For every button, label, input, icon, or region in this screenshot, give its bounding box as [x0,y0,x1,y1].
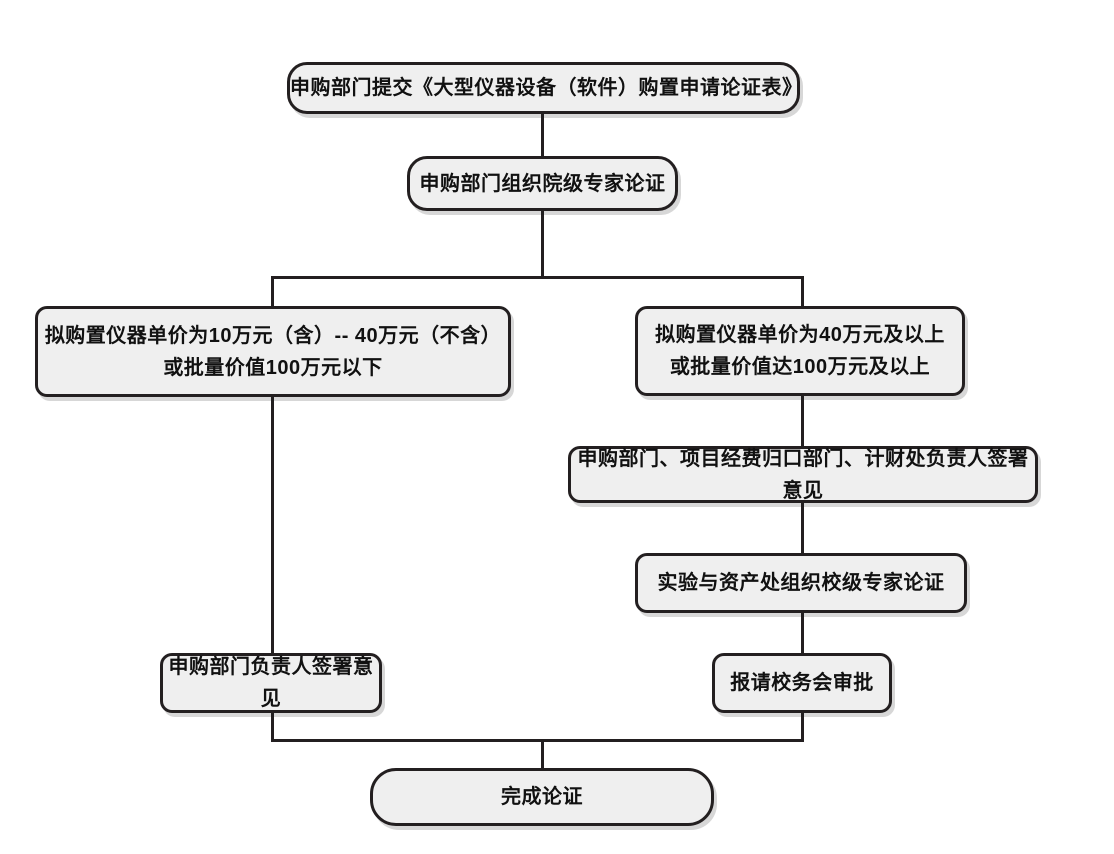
node-school-council-approval: 报请校务会审批 [712,653,892,713]
node-condition-low-price: 拟购置仪器单价为10万元（含）-- 40万元（不含） 或批量价值100万元以下 [35,306,511,397]
node-label: 申购部门负责人签署意见 [168,656,374,710]
node-dept-head-sign-opinions: 申购部门负责人签署意见 [160,653,382,713]
node-condition-high-price: 拟购置仪器单价为40万元及以上 或批量价值达100万元及以上 [635,306,965,396]
node-label-line2: 或批量价值100万元以下 [163,356,383,379]
edge-branch-to-low-condition [271,278,274,308]
node-label-line2: 或批量价值达100万元及以上 [669,356,931,378]
edge-college-review-to-branch [541,209,544,279]
node-label: 申购部门、项目经费归口部门、计财处负责人签署意见 [577,447,1029,502]
branch-split-bar [271,276,804,279]
edge-multi-sign-to-school-review [801,501,804,555]
node-label-line1: 拟购置仪器单价为10万元（含）-- 40万元（不含） [44,324,502,347]
edge-high-condition-to-multi-sign [801,394,804,448]
node-complete-review: 完成论证 [370,768,714,826]
edge-submit-to-college-review [541,112,544,158]
node-college-expert-review: 申购部门组织院级专家论证 [407,156,678,211]
node-label: 申购部门提交《大型仪器设备（软件）购置申请论证表》 [290,77,803,99]
edge-school-review-to-council [801,611,804,655]
edge-merge-to-complete [541,741,544,770]
edge-dept-head-sign-to-merge [271,711,274,741]
node-label: 实验与资产处组织校级专家论证 [657,572,945,594]
node-school-expert-review: 实验与资产处组织校级专家论证 [635,553,967,613]
edge-council-to-merge [801,711,804,741]
node-multi-department-sign-opinions: 申购部门、项目经费归口部门、计财处负责人签署意见 [568,446,1038,503]
node-label: 申购部门组织院级专家论证 [419,172,666,195]
node-submit-application-form: 申购部门提交《大型仪器设备（软件）购置申请论证表》 [287,62,803,114]
branch-merge-bar [271,739,804,742]
node-label: 完成论证 [501,786,583,808]
edge-low-condition-to-dept-head-sign [271,395,274,655]
node-label-line1: 拟购置仪器单价为40万元及以上 [655,324,945,346]
node-label: 报请校务会审批 [730,672,874,694]
edge-branch-to-high-condition [801,278,804,308]
